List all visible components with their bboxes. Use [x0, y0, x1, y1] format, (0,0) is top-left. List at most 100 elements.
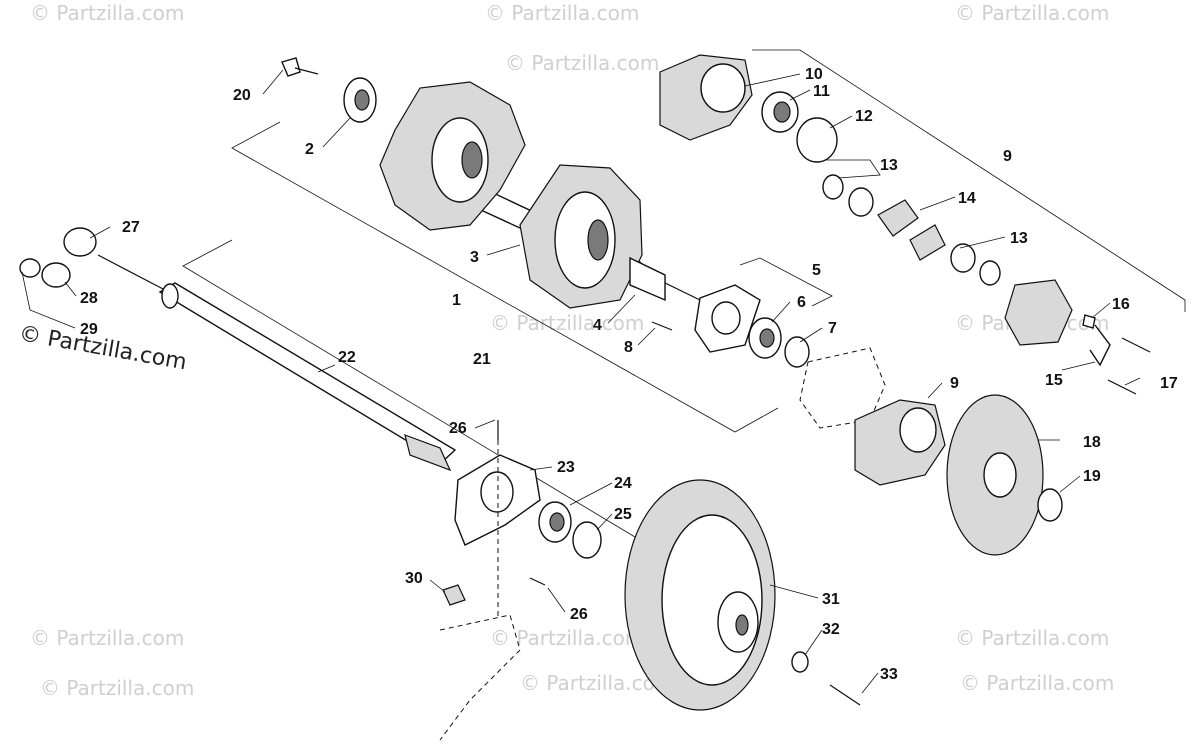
callout-12: 12	[855, 108, 873, 125]
leader-13-b	[959, 236, 1006, 249]
callout-9: 9	[1003, 148, 1012, 165]
watermark-main: © Partzilla.com	[17, 321, 189, 375]
chaincase-outline	[799, 347, 886, 429]
track-drive-axle	[379, 81, 701, 309]
bolt-part-17-b	[1107, 379, 1137, 395]
watermark-upper-mid: © Partzilla.com	[505, 51, 659, 75]
leader-20	[262, 69, 284, 95]
bearing-housing-group	[439, 420, 602, 741]
callout-6: 6	[797, 294, 806, 311]
leader-16	[1091, 302, 1111, 319]
callout-8: 8	[624, 339, 633, 356]
watermark-top-left: © Partzilla.com	[30, 1, 184, 25]
callout-26-lower: 26	[570, 606, 588, 623]
seal-part-6-bore	[759, 328, 775, 348]
bracket-9	[752, 49, 1186, 312]
lower-caliper-bore	[899, 407, 937, 453]
axle-spline-end	[629, 256, 666, 302]
callout-4: 4	[593, 317, 602, 334]
callout-17: 17	[1160, 375, 1178, 392]
ring-part-13-b	[979, 260, 1001, 286]
jackshaft-body	[158, 282, 457, 463]
leader-7	[799, 327, 823, 343]
leader-32	[804, 629, 823, 656]
callout-13: 13	[880, 157, 898, 174]
leader-22	[317, 364, 336, 373]
brake-disc-hub	[983, 452, 1017, 498]
watermark-top-right: © Partzilla.com	[955, 1, 1109, 25]
left-sprocket-hub	[431, 117, 489, 203]
driven-clutch-part-31	[624, 479, 861, 711]
leader-19	[1059, 475, 1081, 493]
ring-part-25	[572, 521, 602, 559]
watermark-bottom-right: © Partzilla.com	[955, 626, 1109, 650]
callout-11: 11	[813, 83, 830, 100]
callout-28: 28	[80, 290, 98, 307]
callout-16: 16	[1112, 296, 1130, 313]
left-small-parts	[19, 227, 97, 288]
watermark-lower-right: © Partzilla.com	[960, 671, 1114, 695]
jackshaft-part-22	[97, 254, 457, 472]
callout-18: 18	[1083, 434, 1101, 451]
right-sprocket-hub	[554, 191, 616, 289]
bracket-5	[739, 257, 833, 307]
clip-part-15	[1089, 324, 1111, 367]
washer-part-32	[791, 651, 809, 673]
lower-brake-group	[854, 394, 1063, 556]
watermark-bottom-left: © Partzilla.com	[30, 626, 184, 650]
frame-outline	[439, 614, 521, 741]
clutch-bore	[735, 614, 749, 636]
callout-26: 26	[449, 420, 467, 437]
bracket-1	[231, 121, 779, 433]
leader-lines	[21, 69, 1141, 694]
leader-3	[486, 244, 521, 256]
bearing-part-11-bore	[773, 101, 791, 123]
leader-2	[322, 117, 351, 148]
callout-31: 31	[822, 591, 840, 608]
watermark-center: © Partzilla.com	[490, 311, 644, 335]
leader-26-b	[547, 587, 566, 613]
callout-19: 19	[1083, 468, 1101, 485]
callout-7: 7	[828, 320, 837, 337]
leader-29	[21, 271, 76, 329]
callout-3: 3	[470, 249, 479, 266]
piston-part-13-b	[950, 243, 976, 273]
brake-pad-part-14-a	[877, 199, 919, 237]
upper-caliper-assembly	[659, 54, 1151, 395]
callout-25: 25	[614, 506, 632, 523]
leader-25	[596, 513, 613, 531]
watermark-group: © Partzilla.com © Partzilla.com © Partzi…	[17, 1, 1114, 700]
jackshaft-centerline	[97, 254, 166, 291]
leader-27	[89, 226, 111, 239]
bearing-part-24-bore	[549, 512, 565, 532]
callout-23: 23	[557, 459, 575, 476]
leader-10	[744, 73, 801, 87]
leader-17	[1124, 377, 1141, 386]
leader-12	[829, 115, 853, 129]
nut-part-30	[442, 584, 466, 606]
bolt-part-8	[651, 321, 673, 331]
watermark-lower-left: © Partzilla.com	[40, 676, 194, 700]
callout-13-lower: 13	[1010, 230, 1028, 247]
callout-22: 22	[338, 349, 356, 366]
callout-21: 21	[473, 351, 491, 368]
callout-9-lower: 9	[950, 375, 959, 392]
top-left-parts	[281, 57, 377, 123]
watermark-bottom-center: © Partzilla.com	[490, 626, 644, 650]
jackshaft-spline	[404, 434, 452, 472]
upper-caliper-bore	[700, 63, 746, 113]
callout-14: 14	[958, 190, 976, 207]
bolt-part-17-a	[1121, 337, 1151, 353]
pin-part-16	[1082, 314, 1096, 329]
leader-9b	[927, 382, 943, 399]
bolt-part-26-b	[529, 577, 546, 586]
middle-brake-parts	[651, 284, 886, 429]
leader-11	[789, 89, 811, 101]
leader-14	[919, 196, 956, 211]
callout-labels: 1 2 3 4 5 6 7 8 9 10 11 12 13 14 15 16 1…	[80, 66, 1178, 683]
leader-31	[769, 584, 819, 599]
leader-28	[64, 281, 77, 297]
jackshaft-end	[161, 283, 179, 309]
leader-8	[637, 327, 656, 346]
